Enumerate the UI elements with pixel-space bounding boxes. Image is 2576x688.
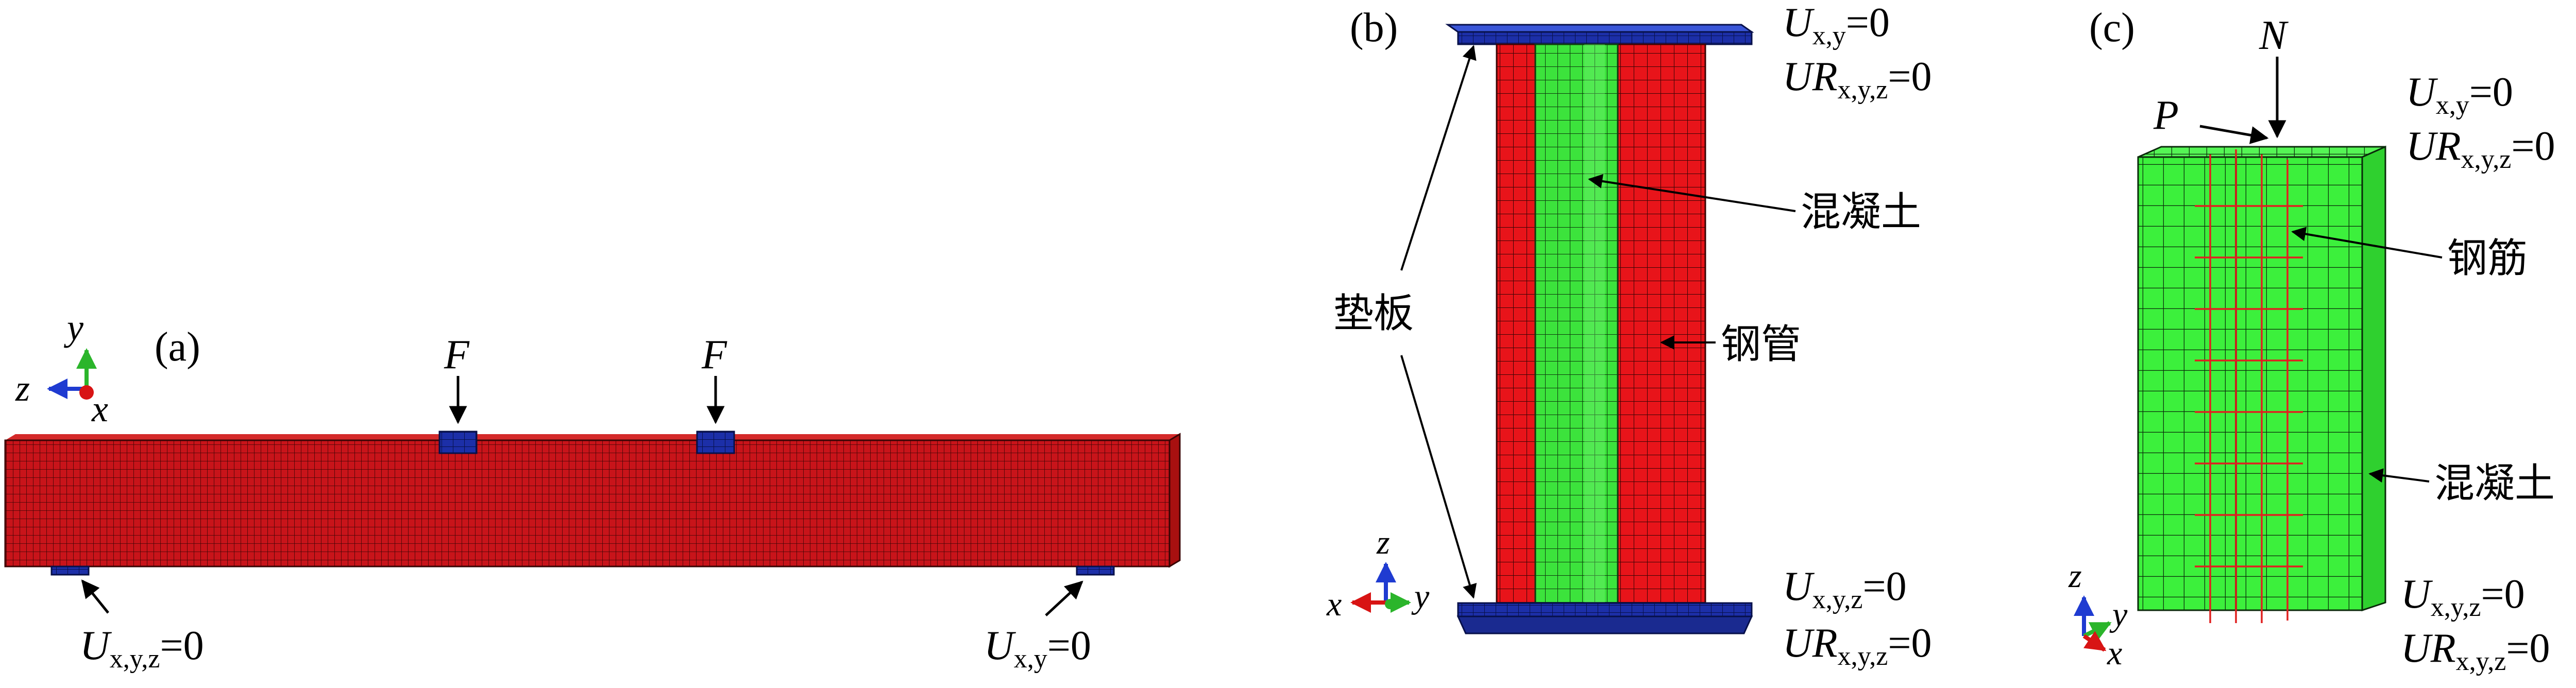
concrete-column-c — [2137, 145, 2386, 612]
load-label-right: F — [701, 332, 727, 377]
panel-a: (a) y z x F F Ux,y,z=0 — [4, 307, 1181, 674]
load-label-left: F — [444, 332, 470, 377]
panel-c-axis-z: z — [2068, 557, 2082, 595]
label-tube: 钢管 — [1721, 321, 1801, 368]
panel-a-tag: (a) — [155, 324, 200, 370]
support-arrow-right — [1045, 580, 1083, 616]
panel-c-top-bc-1: Ux,y=0 — [2406, 70, 2513, 120]
pad-callout-line-top — [1400, 45, 1477, 271]
panel-c: (c) N P Ux,y=0 URx,y,z=0 Ux,y,z=0 URx,y,… — [2068, 5, 2555, 676]
support-pad-right — [1076, 565, 1115, 576]
steel-tube-column — [1496, 43, 1706, 604]
panel-a-axis-triad: y z x — [15, 307, 108, 429]
panel-c-axis-y: y — [2109, 596, 2128, 633]
support-label-left: Ux,y,z=0 — [80, 623, 204, 674]
panel-b: (b) Ux,y=0 URx,y,z=0 Ux,y,z=0 URx,y,z=0 … — [1326, 0, 1931, 671]
top-end-plate — [1457, 31, 1753, 45]
force-label-n: N — [2259, 13, 2289, 58]
panel-b-bottom-bc-1: Ux,y,z=0 — [1783, 564, 1907, 614]
bottom-end-plate — [1457, 602, 1753, 617]
beam-mesh — [4, 433, 1181, 568]
panel-b-tag: (b) — [1350, 5, 1398, 50]
support-pad-left — [50, 565, 90, 576]
panel-a-axis-z: z — [15, 368, 30, 409]
panel-c-bottom-bc-2: URx,y,z=0 — [2401, 626, 2550, 676]
panel-b-axis-x: x — [1326, 586, 1342, 623]
load-pad-left — [438, 431, 478, 454]
force-label-p: P — [2153, 93, 2179, 138]
panel-b-axis-triad: z x y — [1326, 524, 1430, 623]
panel-b-top-bc-2: URx,y,z=0 — [1783, 54, 1931, 105]
panel-b-axis-y: y — [1411, 578, 1430, 615]
panel-a-axis-x: x — [91, 388, 108, 429]
rebar-callout-line — [2291, 227, 2443, 259]
label-pad: 垫板 — [1333, 290, 1414, 337]
panel-b-axis-z: z — [1376, 524, 1390, 561]
label-concrete: 混凝土 — [1801, 189, 1921, 235]
panel-a-axis-y: y — [63, 307, 83, 348]
support-label-right: Ux,y=0 — [984, 623, 1091, 674]
panel-c-axis-triad: z y x — [2068, 557, 2128, 672]
force-arrow-p — [2199, 125, 2269, 144]
pad-callout-line-bottom — [1400, 355, 1477, 599]
panel-c-bottom-bc-1: Ux,y,z=0 — [2401, 572, 2525, 622]
panel-c-axis-x: x — [2107, 634, 2122, 672]
concrete-callout-line — [1588, 174, 1796, 212]
load-pad-right — [696, 431, 735, 454]
panel-b-top-bc-1: Ux,y=0 — [1783, 0, 1890, 50]
rebar-cage — [2195, 149, 2303, 623]
panel-c-tag: (c) — [2089, 5, 2135, 50]
label-concrete-c: 混凝土 — [2434, 460, 2555, 507]
concrete-core — [1534, 43, 1619, 604]
panel-b-bottom-bc-2: URx,y,z=0 — [1783, 621, 1931, 671]
panel-c-top-bc-2: URx,y,z=0 — [2406, 124, 2555, 174]
support-arrow-left — [81, 579, 109, 614]
label-rebar: 钢筋 — [2447, 235, 2528, 282]
concrete-callout-line-c — [2368, 468, 2430, 483]
